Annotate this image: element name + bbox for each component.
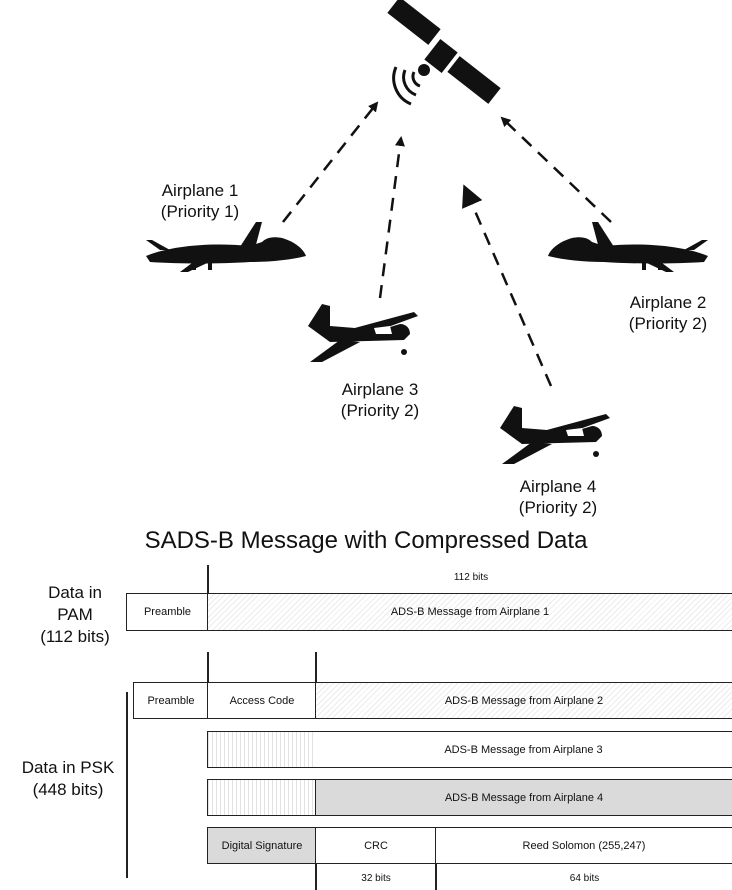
airplane4-name: Airplane 4 (519, 477, 597, 496)
pam-message-airplane1: ADS-B Message from Airplane 1 (207, 593, 732, 631)
pam-label-line2: PAM (57, 605, 93, 624)
psk-label: Data in PSK (448 bits) (10, 757, 126, 801)
airplane3-icon (308, 304, 418, 362)
pam-label-line3: (112 bits) (40, 627, 110, 646)
airplane2-label: Airplane 2 (Priority 2) (598, 292, 732, 334)
airplane1-icon (146, 222, 306, 272)
arrow-airplane1 (282, 101, 379, 223)
psk-message-airplane2: ADS-B Message from Airplane 2 (315, 682, 732, 719)
airplane1-priority: (Priority 1) (160, 202, 240, 221)
psk-message-airplane3: ADS-B Message from Airplane 3 (315, 731, 732, 768)
uplink-arrows (282, 101, 612, 387)
arrow-airplane2 (500, 116, 612, 223)
crc-bits-divider-left (315, 864, 317, 890)
crc-bits-label: 32 bits (361, 873, 391, 884)
psk-access-code: Access Code (207, 682, 317, 719)
pam-bits-divider (207, 565, 209, 593)
psk-row4-lead (207, 779, 317, 816)
airplane3-name: Airplane 3 (341, 380, 419, 399)
crc-bits-divider-right (435, 864, 437, 890)
pam-preamble: Preamble (126, 593, 209, 631)
arrow-airplane4 (462, 184, 553, 387)
psk-preamble: Preamble (133, 682, 209, 719)
airplane1-label: Airplane 1 (Priority 1) (130, 180, 270, 222)
airplane2-icon (548, 222, 708, 272)
psk-crc: CRC (315, 827, 437, 864)
diagram-title: SADS-B Message with Compressed Data (144, 527, 588, 554)
psk-row3-lead (207, 731, 317, 768)
psk-message-airplane4: ADS-B Message from Airplane 4 (315, 779, 732, 816)
airplane4-icon (500, 406, 610, 464)
psk-reed-solomon: Reed Solomon (255,247) (435, 827, 732, 864)
arrow-airplane3 (378, 136, 405, 299)
airplane4-priority: (Priority 2) (518, 498, 598, 517)
airplane2-priority: (Priority 2) (628, 314, 708, 333)
airplane3-label: Airplane 3 (Priority 2) (310, 379, 450, 421)
psk-label-line2: (448 bits) (32, 780, 104, 799)
signal-waves-icon (392, 66, 421, 106)
psk-digital-signature: Digital Signature (207, 827, 317, 864)
psk-label-line1: Data in PSK (21, 758, 115, 777)
network-illustration (146, 0, 708, 464)
airplane4-label: Airplane 4 (Priority 2) (488, 476, 628, 518)
airplane1-name: Airplane 1 (161, 181, 239, 200)
pam-label: Data in PAM (112 bits) (20, 582, 130, 648)
pam-label-line1: Data in (48, 583, 102, 602)
rs-bits-label: 64 bits (569, 873, 600, 884)
pam-bits-label: 112 bits (453, 572, 489, 583)
psk-divider-left (207, 652, 209, 682)
psk-divider-right (315, 652, 317, 682)
airplane2-name: Airplane 2 (629, 293, 707, 312)
airplane3-priority: (Priority 2) (340, 401, 420, 420)
psk-bracket (126, 692, 128, 878)
satellite-icon (387, 0, 501, 104)
